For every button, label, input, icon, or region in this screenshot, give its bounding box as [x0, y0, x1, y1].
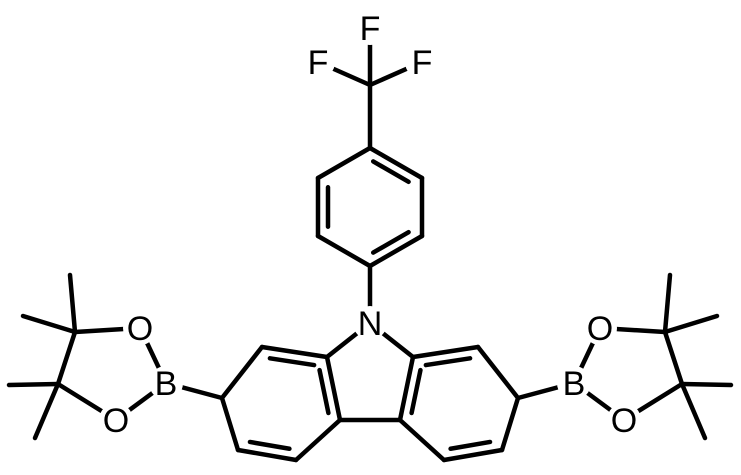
atom-label-boron: B: [155, 365, 178, 403]
bond-carbazole-right-double: [423, 356, 473, 368]
bond-carbazole-right: [499, 395, 521, 453]
atom-label-nitrogen: N: [358, 305, 383, 343]
bond-c-c: [55, 329, 78, 387]
bond-carbazole-left: [219, 395, 241, 453]
bond-methyl: [662, 313, 720, 335]
bond-carbazole-left: [219, 344, 265, 401]
bond-phenyl-double: [370, 159, 411, 185]
bond-phenyl-double: [370, 229, 411, 255]
bond-carbazole-left-double: [247, 439, 292, 452]
bond-phenyl: [315, 233, 373, 269]
atom-label-background: [353, 306, 387, 340]
bond-phenyl: [315, 145, 373, 181]
atom-label-oxygen: O: [103, 402, 129, 440]
atom-label-fluorine: F: [360, 10, 381, 48]
atom-label-background: [353, 11, 387, 45]
atom-label-oxygen: O: [611, 402, 637, 440]
bond-methyl: [20, 313, 78, 335]
bond-carbazole-left-double: [317, 367, 331, 416]
atom-label-background: [583, 311, 617, 345]
bond-carbazole-right: [397, 417, 447, 463]
atom-label-fluorine: F: [412, 44, 433, 82]
bond-phenyl: [367, 233, 425, 269]
bond-methyl: [32, 381, 61, 441]
bond-carbazole-right-double: [448, 439, 493, 452]
atom-label-fluorine: F: [308, 44, 329, 82]
bond-layer: [6, 25, 734, 463]
bond-carbazole-right: [397, 354, 416, 423]
atom-label-background: [99, 403, 133, 437]
atom-label-background: [149, 366, 183, 400]
bond-methyl: [679, 381, 734, 388]
atom-label-background: [405, 45, 439, 79]
bond-methyl: [67, 272, 78, 335]
bond-carbazole-right: [475, 344, 521, 401]
bond-methyl: [679, 381, 708, 441]
bond-methyl: [662, 272, 673, 335]
bond-phenyl: [367, 145, 425, 181]
bond-methyl: [6, 381, 61, 388]
bond-carbazole-left-double: [267, 356, 317, 368]
atom-label-background: [557, 366, 591, 400]
atom-label-oxygen: O: [127, 310, 153, 348]
bond-carbazole-right: [410, 344, 481, 360]
atom-label-oxygen: O: [587, 310, 613, 348]
bond-carbazole-right: [441, 447, 505, 463]
bond-carbazole-left: [235, 447, 299, 463]
bond-c-c: [662, 329, 685, 387]
atom-label-background: [301, 45, 335, 79]
bond-carbazole-right-double: [409, 367, 423, 416]
atom-label-background: [607, 403, 641, 437]
atom-label-background: [123, 311, 157, 345]
bond-carbazole-left: [293, 417, 343, 463]
bond-carbazole-left: [324, 354, 343, 423]
bond-carbazole-left: [259, 344, 330, 360]
atom-label-boron: B: [563, 365, 586, 403]
